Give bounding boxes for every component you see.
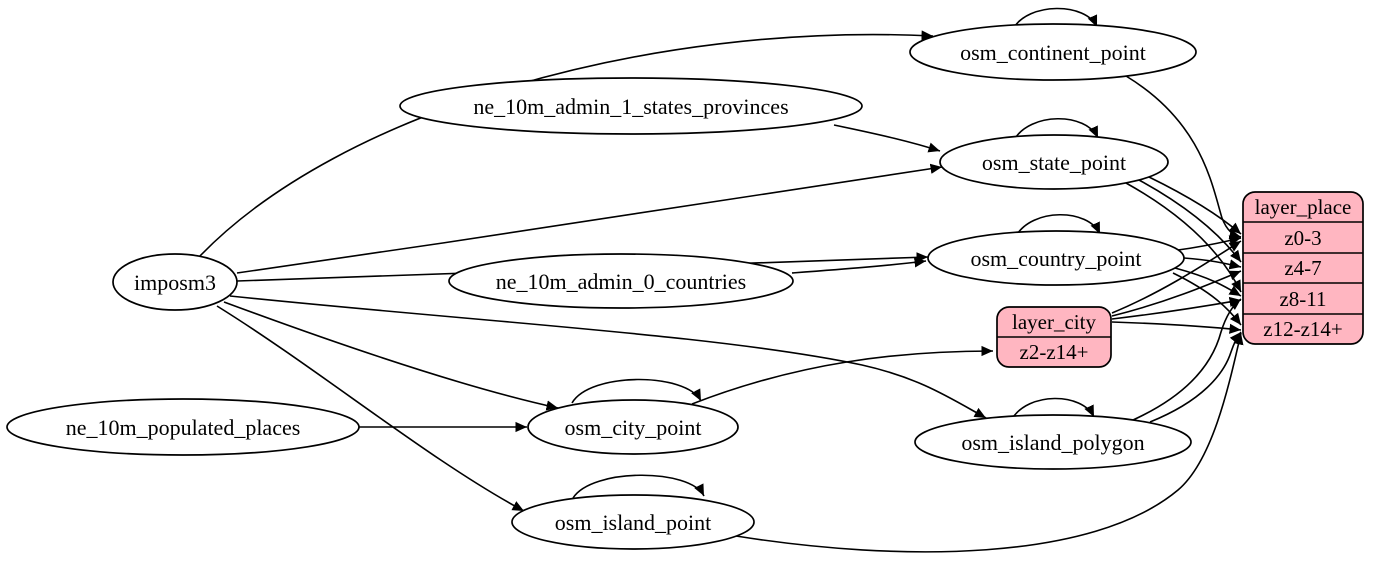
node-ne_10m_admin_1_states_provinces: ne_10m_admin_1_states_provinces: [399, 77, 863, 135]
node-osm_island_point-label: osm_island_point: [555, 510, 711, 535]
edge-ne_10m_admin_0_countries-to-osm_country_point: [791, 257, 927, 274]
edge-layer_city-to-layer_place-z0-3: [1111, 240, 1242, 314]
node-imposm3-label: imposm3: [134, 270, 216, 295]
node-osm_country_point-shape: [927, 230, 1185, 286]
node-osm_city_point-shape: [527, 399, 739, 455]
node-osm_city_point-label: osm_city_point: [565, 415, 702, 440]
node-osm_state_point: osm_state_point: [939, 134, 1169, 190]
node-ne_10m_admin_0_countries: ne_10m_admin_0_countries: [448, 253, 794, 309]
edge-layer_city-to-layer_place-z8-11: [1111, 296, 1242, 320]
edge-self-osm_island_point: [572, 474, 705, 499]
edge-osm_island_point-to-layer_place-z12-z14: [735, 332, 1244, 553]
node-osm_island_polygon-shape: [914, 414, 1192, 470]
edge-self-osm_continent_point: [1012, 7, 1098, 30]
node-osm_continent_point-label: osm_continent_point: [960, 40, 1146, 65]
edge-self-osm_state_point: [1013, 118, 1099, 141]
node-ne_10m_admin_0_countries-label: ne_10m_admin_0_countries: [496, 269, 747, 294]
node-osm_state_point-shape: [939, 134, 1169, 190]
edge-self-osm_country_point: [1015, 214, 1101, 237]
node-osm_island_polygon: osm_island_polygon: [914, 414, 1192, 470]
record-layer_place-row-z0-3: z0-3: [1284, 226, 1321, 250]
edge-self-osm_island_polygon: [1011, 397, 1095, 420]
node-osm_country_point-label: osm_country_point: [970, 246, 1141, 271]
edge-osm_state_point-to-layer_place-z8-11: [1125, 182, 1242, 293]
node-osm_city_point: osm_city_point: [527, 399, 739, 455]
edge-osm_state_point-to-layer_place-z0-3: [1148, 176, 1242, 235]
edge-osm_country_point-to-layer_place-z8-11: [1174, 267, 1242, 297]
node-osm_continent_point-shape: [909, 23, 1197, 81]
edge-imposm3-to-osm_island_point: [216, 305, 525, 512]
edge-osm_island_polygon-to-layer_place-z8-11: [1132, 298, 1242, 421]
node-imposm3: imposm3: [112, 253, 238, 311]
node-ne_10m_admin_1_states_provinces-shape: [399, 77, 863, 135]
node-ne_10m_populated_places-label: ne_10m_populated_places: [66, 415, 301, 440]
node-ne_10m_admin_0_countries-shape: [448, 253, 794, 309]
edge-osm_city_point-to-layer_city-z2-z14: [691, 345, 994, 405]
edge-imposm3-to-osm_island_polygon: [229, 295, 987, 419]
edge-imposm3-to-osm_city_point: [223, 301, 559, 411]
record-layer_city-title: layer_city: [1012, 310, 1096, 334]
edge-layer: [198, 7, 1244, 553]
edge-self-osm_city_point: [571, 378, 702, 404]
node-ne_10m_populated_places-shape: [6, 398, 360, 456]
record-layer_city: layer_city z2-z14+: [996, 306, 1112, 368]
record-layer_place-row-z12-z14: z12-z14+: [1263, 317, 1342, 341]
edge-osm_country_point-to-layer_place-z0-3: [1177, 235, 1242, 251]
node-osm_continent_point: osm_continent_point: [909, 23, 1197, 81]
edge-layer_city-to-layer_place-z12-z14: [1111, 321, 1242, 334]
edge-osm_state_point-to-layer_place-z4-7: [1138, 179, 1242, 263]
edge-layer_city-to-layer_place-z4-7: [1111, 270, 1242, 317]
node-osm_island_point-shape: [511, 494, 755, 550]
record-layer_place-row-z8-11: z8-11: [1279, 287, 1326, 311]
node-imposm3-shape: [112, 253, 238, 311]
record-layer_place-row-z4-7: z4-7: [1284, 256, 1321, 280]
edge-ne_10m_admin_1_states_provinces-to-osm_state_point: [833, 124, 941, 153]
edge-osm_country_point-to-layer_place-z12-z14: [1172, 272, 1242, 326]
record-layer_city-row-z2-z14: z2-z14+: [1020, 340, 1089, 364]
record-layer_place: layer_place z0-3 z4-7 z8-11 z12-z14+: [1242, 191, 1364, 345]
edge-imposm3-to-osm_state_point: [236, 163, 943, 274]
node-osm_state_point-label: osm_state_point: [982, 150, 1126, 175]
node-osm_country_point: osm_country_point: [927, 230, 1185, 286]
node-ne_10m_admin_1_states_provinces-label: ne_10m_admin_1_states_provinces: [473, 94, 788, 119]
record-layer_place-title: layer_place: [1255, 195, 1352, 219]
node-osm_island_polygon-label: osm_island_polygon: [961, 430, 1144, 455]
node-ne_10m_populated_places: ne_10m_populated_places: [6, 398, 360, 456]
record-layer_place-box: [1242, 191, 1364, 345]
edge-osm_country_point-to-layer_place-z4-7: [1183, 257, 1242, 270]
node-osm_island_point: osm_island_point: [511, 494, 755, 550]
